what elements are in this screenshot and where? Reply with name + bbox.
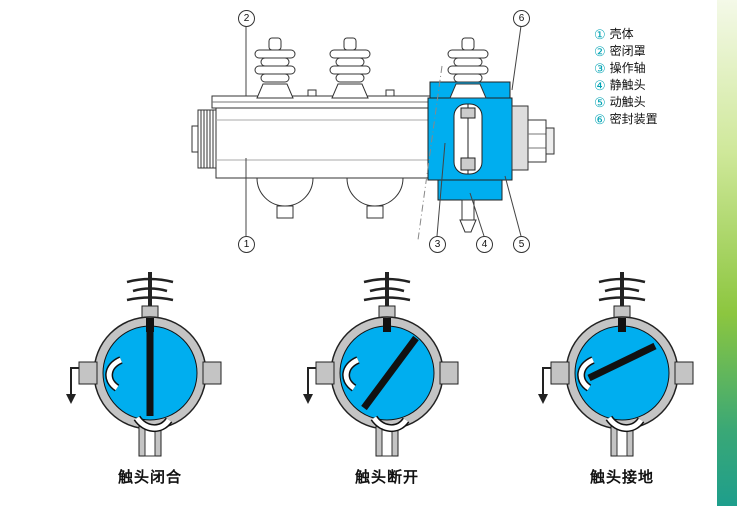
insulator xyxy=(363,272,411,308)
callout-4-static-contact: 4 xyxy=(476,236,493,253)
sealing-assembly xyxy=(511,105,555,171)
ground-arrow-icon xyxy=(538,367,551,404)
callout-1-shell: 1 xyxy=(238,236,255,253)
legend-num-icon: ① xyxy=(594,27,606,42)
top-terminal xyxy=(146,318,154,332)
legend-num-icon: ② xyxy=(594,44,606,59)
ground-arrow-icon xyxy=(303,367,316,404)
callout-2-sealed-cover: 2 xyxy=(238,10,255,27)
legend-item: ① 壳体 xyxy=(594,26,658,43)
ground-arrow-icon xyxy=(66,367,79,404)
state-label-grounded: 触头接地 xyxy=(589,469,655,486)
contact-hooks xyxy=(342,356,410,432)
state-label-closed: 触头闭合 xyxy=(117,469,183,486)
insulator xyxy=(598,272,646,308)
left-flange xyxy=(191,109,217,169)
leader-lines xyxy=(245,25,522,237)
contact-blade-grounded xyxy=(587,342,657,382)
callout-3-operating-shaft: 3 xyxy=(429,236,446,253)
contact-blade-open xyxy=(361,335,419,411)
legend-item: ③ 操作轴 xyxy=(594,60,658,77)
switch-housing xyxy=(550,316,694,457)
state-diagram-grounded xyxy=(538,272,694,457)
legend-label: 壳体 xyxy=(609,27,634,41)
legend-num-icon: ④ xyxy=(594,78,606,93)
legend-num-icon: ⑥ xyxy=(594,112,606,127)
legend-label: 静触头 xyxy=(609,78,646,92)
bushing-1 xyxy=(254,37,296,99)
legend-label: 操作轴 xyxy=(609,61,646,75)
bushing-3 xyxy=(447,37,489,99)
operating-shaft xyxy=(459,199,477,233)
callout-6-sealing-device: 6 xyxy=(513,10,530,27)
legend-item: ④ 静触头 xyxy=(594,77,658,94)
legend-item: ② 密闭罩 xyxy=(594,43,658,60)
switch-housing xyxy=(315,316,459,457)
gas-chamber xyxy=(427,81,513,201)
bottom-housings xyxy=(256,177,404,219)
legend-num-icon: ③ xyxy=(594,61,606,76)
legend-item: ⑥ 密封装置 xyxy=(594,111,658,128)
page-edge-gradient xyxy=(717,0,737,506)
top-terminal xyxy=(383,318,391,332)
legend: ① 壳体 ② 密闭罩 ③ 操作轴 ④ 静触头 ⑤ 动触头 ⑥ 密封装置 xyxy=(594,26,658,128)
state-label-open: 触头断开 xyxy=(354,469,420,486)
legend-label: 密闭罩 xyxy=(609,44,646,58)
state-diagram-open xyxy=(303,272,459,457)
contact-hooks xyxy=(577,356,645,432)
legend-item: ⑤ 动触头 xyxy=(594,94,658,111)
legend-num-icon: ⑤ xyxy=(594,95,606,110)
contact-hooks xyxy=(105,356,173,432)
cutaway-diagram xyxy=(191,25,555,241)
legend-label: 动触头 xyxy=(609,95,646,109)
callout-5-moving-contact: 5 xyxy=(513,236,530,253)
contact-capsule xyxy=(453,103,483,175)
insulator xyxy=(126,272,174,308)
legend-label: 密封装置 xyxy=(609,112,658,126)
bushing-2 xyxy=(329,37,371,99)
state-diagram-closed xyxy=(66,272,222,457)
section-line xyxy=(417,65,443,241)
top-terminal xyxy=(618,318,626,332)
